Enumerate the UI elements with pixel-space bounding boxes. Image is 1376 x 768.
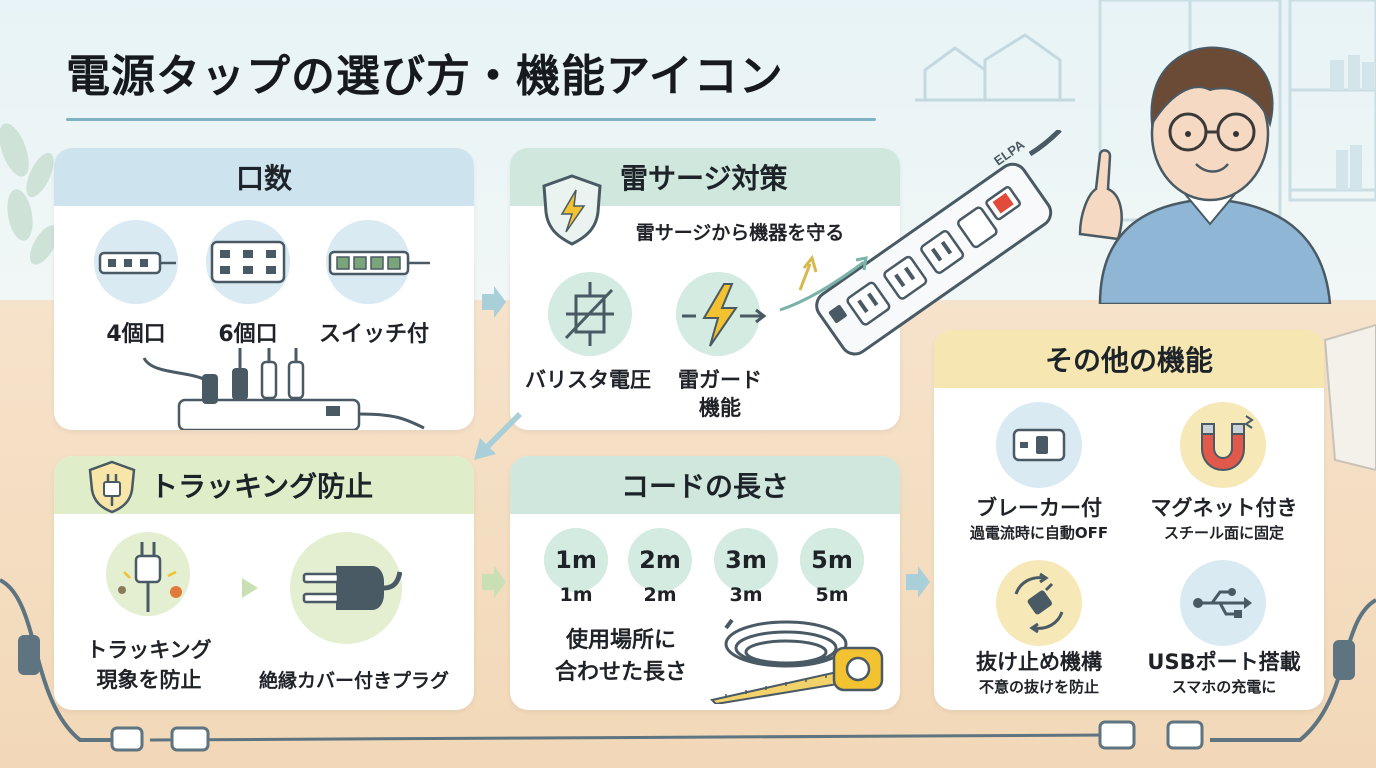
other-sub-usb: スマホの充電に [1171, 678, 1277, 696]
shield-bolt-icon [542, 174, 602, 246]
lightning-bolt-icon [676, 272, 767, 356]
power-strip-illustration: ELPA [779, 130, 1062, 356]
power-strip-with-plugs-illustration [142, 348, 425, 430]
arrow-cord-to-other [906, 566, 930, 598]
length-badge-2m: 2m [628, 528, 692, 592]
surge-label-guard-line2: 機能 [699, 396, 741, 420]
other-sub-magnet: スチール面に固定 [1163, 524, 1284, 542]
outlets-label-switch: スイッチ付 [318, 322, 429, 347]
tracking-label-line2: 現象を防止 [96, 668, 202, 692]
other-label-usb: USBポート搭載 [1147, 650, 1301, 674]
page-title: 電源タップの選び方・機能アイコン [66, 51, 784, 102]
person-illustration [1078, 46, 1332, 304]
usb-icon [1180, 560, 1266, 646]
length-caption-2m: 2m [643, 584, 677, 606]
magnet-icon [1180, 402, 1266, 488]
tracking-label-line1: トラッキング [86, 638, 212, 662]
card-other-header: その他の機能 [934, 330, 1324, 388]
other-sub-lock: 不意の抜けを防止 [978, 678, 1099, 696]
card-surge-header-text: 雷サージ対策 [620, 162, 788, 195]
plug-spark-icon [106, 532, 190, 616]
other-sub-breaker: 過電流時に自動OFF [969, 524, 1109, 542]
insulated-plug-icon [290, 532, 403, 644]
length-badge-5m-text: 5m [811, 546, 853, 574]
length-caption-3m: 3m [729, 584, 763, 606]
lock-plug-icon [996, 560, 1082, 646]
tracking-label-insulated: 絶縁カバー付きプラグ [258, 670, 449, 692]
outlets-label-6: 6個口 [218, 322, 278, 347]
varistor-icon [548, 272, 632, 356]
card-cord-header: コードの長さ [510, 456, 900, 514]
card-other: その他の機能 ブレーカー付 過電流時に自動OFF マグネット付き スチール面に固… [934, 330, 1324, 710]
length-badge-3m: 3m [714, 528, 778, 592]
other-label-breaker: ブレーカー付 [976, 496, 1102, 520]
card-tracking: トラッキング防止 トラッキング 現象を防止 絶縁カバー付きプラグ [54, 456, 474, 710]
surge-label-guard-line1: 雷ガード [678, 368, 762, 392]
outlets-label-4: 4個口 [106, 322, 166, 347]
arrow-tracking-to-cord [482, 566, 506, 598]
card-surge: 雷サージ対策 雷サージから機器を守る バリスタ電圧 雷ガード 機能 [510, 148, 900, 430]
other-label-lock: 抜け止め機構 [976, 650, 1102, 674]
length-badge-1m-text: 1m [555, 546, 597, 574]
length-caption-1m: 1m [559, 584, 593, 606]
surge-label-varistor: バリスタ電圧 [525, 368, 651, 392]
arrow-outlets-to-surge [482, 286, 506, 318]
title-underline [66, 118, 876, 121]
other-label-magnet: マグネット付き [1150, 496, 1298, 520]
cord-note-line2: 合わせた長さ [554, 660, 687, 685]
4-outlet-strip-icon [94, 220, 178, 304]
arrow-surge-to-tracking [474, 412, 522, 460]
card-outlets-header: 口数 [54, 148, 474, 206]
surge-subtitle: 雷サージから機器を守る [635, 222, 845, 244]
length-caption-5m: 5m [815, 584, 849, 606]
length-badge-3m-text: 3m [725, 546, 767, 574]
card-tracking-header-text: トラッキング防止 [150, 470, 374, 503]
length-badge-2m-text: 2m [639, 546, 681, 574]
6-outlet-strip-icon [206, 220, 290, 304]
card-cord: コードの長さ 1m 2m 3m 5m 1m 2m 3m 5m 使用場所に 合わせ… [510, 456, 900, 710]
arrow-right-icon [242, 578, 258, 598]
length-badge-1m: 1m [544, 528, 608, 592]
cord-and-tape-measure-icon [710, 618, 884, 704]
shield-plug-icon [88, 460, 136, 514]
card-outlets: 口数 4個口 6個口 スイッチ付 [54, 148, 474, 430]
breaker-switch-icon [996, 402, 1082, 488]
switched-strip-icon [326, 220, 430, 304]
cord-note-line1: 使用場所に [565, 628, 676, 653]
length-badge-5m: 5m [800, 528, 864, 592]
